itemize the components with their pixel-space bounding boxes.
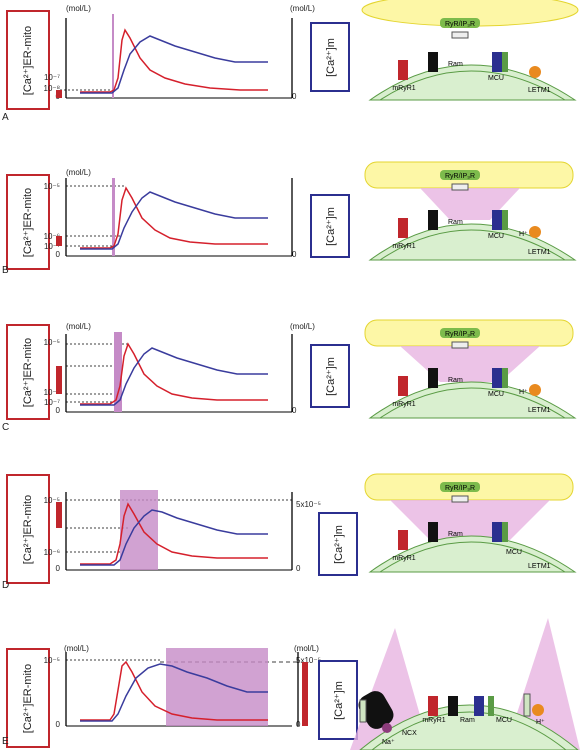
panel-a-graphics: RyR/IP₃R mRyR1 Ram MCU LETM1 bbox=[56, 0, 579, 101]
right-axis-label: [Ca²⁺]m bbox=[310, 344, 350, 408]
ncx-label: NCX bbox=[402, 730, 417, 737]
left-axis-label: [Ca²⁺]ER-mito bbox=[6, 474, 50, 584]
right-axis-label: [Ca²⁺]m bbox=[318, 512, 358, 576]
left-axis-label: [Ca²⁺]ER-mito bbox=[6, 174, 50, 270]
panel-letter: A bbox=[2, 112, 9, 123]
letm1-label: LETM1 bbox=[528, 249, 551, 256]
mcu-label: MCU bbox=[496, 717, 512, 724]
panel-e-graphics: mRyR1 Ram MCU H⁺ NCX Na⁺ bbox=[65, 618, 580, 750]
ram-label: Ram bbox=[448, 377, 463, 384]
tick-right: 5x10⁻⁵ bbox=[296, 656, 321, 665]
mcu-label: MCU bbox=[488, 75, 504, 82]
naplus-label: Na⁺ bbox=[382, 739, 395, 746]
unit-left: (mol/L) bbox=[66, 168, 91, 177]
tick-right: 0 bbox=[292, 250, 297, 259]
tick-left: 10⁻⁶ bbox=[43, 232, 60, 241]
letm1-label: LETM1 bbox=[528, 87, 551, 94]
unit-left: (mol/L) bbox=[66, 322, 91, 331]
tick-left: 10⁻⁵ bbox=[43, 656, 60, 665]
panel-d-graphics: RyR/IP₃R mRyR1 Ram MCU LETM1 bbox=[56, 473, 577, 573]
tick-left: 10⁻⁸ bbox=[43, 84, 61, 93]
left-axis-label: [Ca²⁺]ER-mito bbox=[6, 324, 50, 420]
panel-b-graphics: RyR/IP₃R mRyR1 Ram MCU H⁺ LETM1 bbox=[56, 161, 577, 261]
tick-left: 10⁻⁵ bbox=[43, 338, 60, 347]
mryr1-label: mRyR1 bbox=[392, 401, 415, 408]
left-axis-label: [Ca²⁺]ER-mito bbox=[6, 648, 50, 748]
tick-right: 0 bbox=[292, 406, 297, 415]
ryr-label: RyR/IP₃R bbox=[445, 21, 475, 28]
ryr-label: RyR/IP₃R bbox=[445, 485, 475, 492]
hplus-label: H⁺ bbox=[519, 231, 528, 238]
hplus-label: H⁺ bbox=[519, 389, 528, 396]
tick-right: 0 bbox=[296, 564, 301, 573]
mcu-label: MCU bbox=[488, 233, 504, 240]
unit-left: (mol/L) bbox=[66, 4, 91, 13]
unit-right: (mol/L) bbox=[294, 644, 319, 653]
panel-c-graphics: RyR/IP₃R mRyR1 Ram MCU H⁺ LETM1 bbox=[56, 319, 577, 419]
mcu-label: MCU bbox=[506, 549, 522, 556]
mryr1-label: mRyR1 bbox=[392, 555, 415, 562]
panel-d: [Ca²⁺]ER-mito 10⁻⁵ 10⁻⁶ 0 5x10⁻⁵ 0 [Ca²⁺… bbox=[0, 450, 581, 600]
panel-b: [Ca²⁺]ER-mito (mol/L) 10⁻⁵ 10⁻⁶ 10⁻⁷ 0 0… bbox=[0, 150, 581, 300]
panel-letter: B bbox=[2, 265, 9, 276]
letm1-label: LETM1 bbox=[528, 407, 551, 414]
unit-right: (mol/L) bbox=[290, 322, 315, 331]
ram-label: Ram bbox=[448, 219, 463, 226]
ram-label: Ram bbox=[448, 531, 463, 538]
tick-left-zero: 0 bbox=[55, 406, 60, 415]
tick-left: 10⁻⁷ bbox=[43, 242, 60, 251]
ryr-label: RyR/IP₃R bbox=[445, 331, 475, 338]
panel-letter: E bbox=[2, 736, 9, 747]
left-axis-label: [Ca²⁺]ER-mito bbox=[6, 10, 50, 110]
tick-left: 10⁻⁵ bbox=[43, 496, 60, 505]
tick-right: 5x10⁻⁵ bbox=[296, 500, 321, 509]
unit-left: (mol/L) bbox=[64, 644, 89, 653]
panel-letter: D bbox=[2, 580, 10, 591]
ram-label: Ram bbox=[448, 61, 463, 68]
mryr1-label: mRyR1 bbox=[392, 85, 415, 92]
panel-e: [Ca²⁺]ER-mito (mol/L) 10⁻⁵ 0 (mol/L) 5x1… bbox=[0, 600, 581, 750]
hplus-label: H⁺ bbox=[536, 719, 545, 726]
tick-left-zero: 0 bbox=[55, 720, 60, 729]
letm1-label: LETM1 bbox=[528, 563, 551, 570]
panel-c: [Ca²⁺]ER-mito (mol/L) 10⁻⁵ 10⁻⁶ 10⁻⁷ 0 (… bbox=[0, 300, 581, 450]
ram-label: Ram bbox=[460, 717, 475, 724]
tick-left-zero: 0 bbox=[55, 564, 60, 573]
tick-left: 10⁻⁵ bbox=[43, 182, 60, 191]
right-axis-label: [Ca²⁺]m bbox=[318, 660, 358, 740]
tick-left: 10⁻⁷ bbox=[43, 398, 60, 407]
right-axis-label: [Ca²⁺]m bbox=[310, 194, 350, 258]
tick-left: 10⁻⁷ bbox=[43, 73, 60, 82]
unit-right: (mol/L) bbox=[290, 4, 315, 13]
panel-letter: C bbox=[2, 422, 10, 433]
right-axis-label: [Ca²⁺]m bbox=[310, 22, 350, 92]
tick-left: 10⁻⁶ bbox=[43, 548, 60, 557]
mryr1-label: mRyR1 bbox=[422, 717, 445, 724]
panel-a: [Ca²⁺]ER-mito (mol/L) 10⁻⁷ 10⁻⁸ 0 (mol/L… bbox=[0, 0, 581, 150]
mcu-label: MCU bbox=[488, 391, 504, 398]
mryr1-label: mRyR1 bbox=[392, 243, 415, 250]
tick-right: 0 bbox=[292, 92, 297, 101]
ryr-label: RyR/IP₃R bbox=[445, 173, 475, 180]
tick-left: 10⁻⁶ bbox=[43, 388, 60, 397]
tick-left-zero: 0 bbox=[55, 250, 60, 259]
